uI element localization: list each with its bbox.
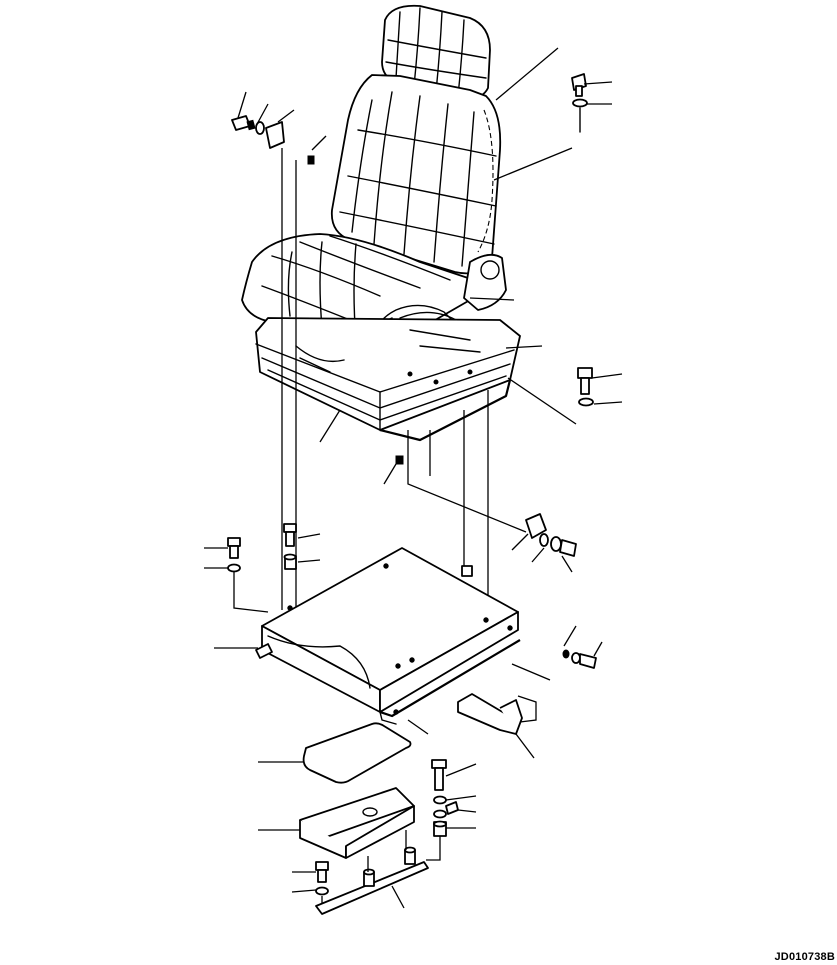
bolt-frame-right bbox=[563, 650, 596, 668]
seat-mount-bolt-left bbox=[232, 116, 314, 164]
pad-plate bbox=[304, 723, 411, 782]
bolt-lower-left bbox=[316, 862, 328, 908]
drawing-code: JD010738B bbox=[774, 951, 835, 963]
bolt-washer-top-right bbox=[572, 74, 587, 132]
callout-leaders bbox=[204, 48, 622, 908]
nut-center bbox=[396, 456, 403, 464]
seat-frame-bracket bbox=[256, 548, 520, 724]
bolts-lower-right bbox=[426, 760, 458, 860]
clip-bolt-center-right bbox=[526, 514, 576, 556]
bolt-washer-right bbox=[578, 368, 593, 406]
seat-suspension bbox=[256, 318, 520, 430]
operator-seat bbox=[242, 6, 520, 440]
base-rail bbox=[316, 830, 428, 914]
cushion-block bbox=[300, 788, 414, 858]
small-bracket bbox=[458, 694, 536, 734]
bolts-frame-top-left bbox=[228, 524, 296, 612]
